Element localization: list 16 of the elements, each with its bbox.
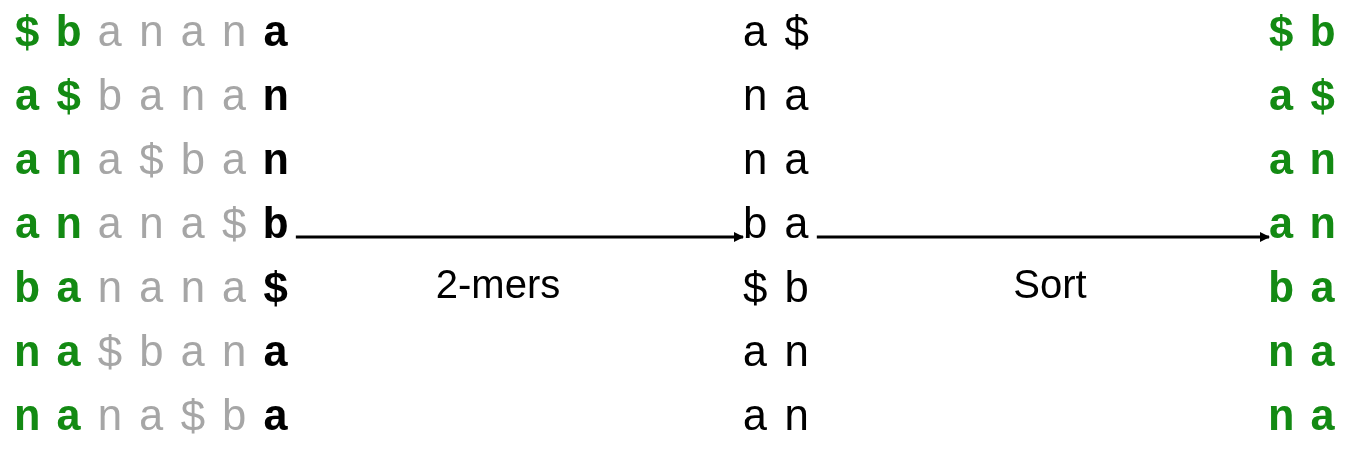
sequence-text: an <box>1268 136 1351 189</box>
sequence-text: an <box>1268 200 1351 253</box>
sequence-text: $b <box>1268 8 1351 61</box>
arrow <box>295 232 744 242</box>
sequence-text: na <box>1268 392 1351 445</box>
sequence-text: an <box>742 392 825 445</box>
sequence-text: na <box>1268 328 1351 381</box>
sequence-text: na <box>742 72 825 125</box>
sequence-text: a$ <box>742 8 825 61</box>
sequence-text: an <box>742 328 825 381</box>
sequence-text: a$ <box>1268 72 1351 125</box>
sequence-text: $b <box>742 264 825 317</box>
sequence-text: na <box>742 136 825 189</box>
sequence-text: ba <box>1268 264 1351 317</box>
arrow <box>816 232 1270 242</box>
sequence-text: ba <box>742 200 825 253</box>
